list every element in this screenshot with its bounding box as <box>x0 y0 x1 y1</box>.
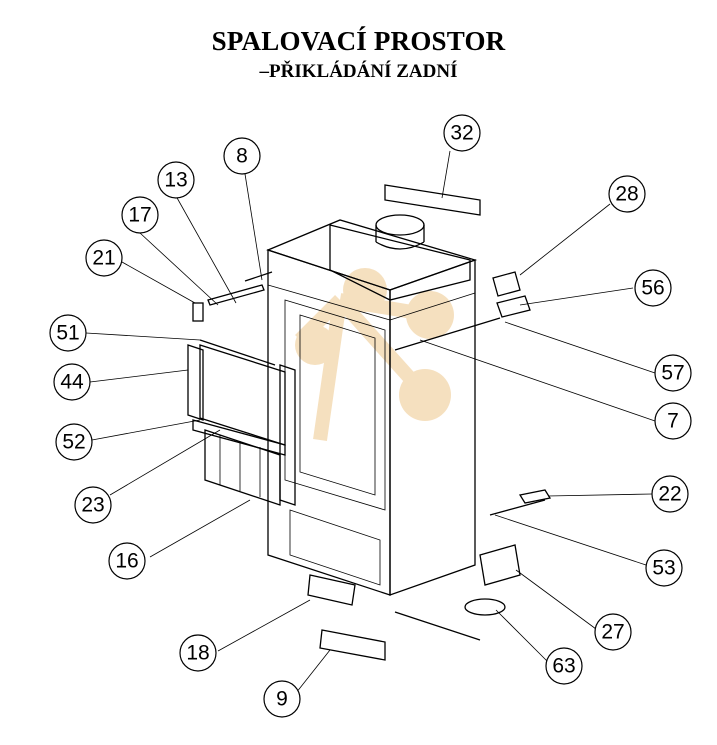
svg-text:22: 22 <box>658 483 681 506</box>
callout-57: 57 <box>654 354 692 392</box>
leader-lines <box>85 150 656 694</box>
callout-22: 22 <box>651 475 689 513</box>
diagram-title: SPALOVACÍ PROSTOR <box>211 26 506 56</box>
svg-text:28: 28 <box>615 183 638 206</box>
svg-text:9: 9 <box>276 688 288 711</box>
svg-text:16: 16 <box>115 550 138 573</box>
diagram-subtitle: –PŘIKLÁDÁNÍ ZADNÍ <box>259 61 458 82</box>
svg-text:7: 7 <box>667 410 679 433</box>
callout-53: 53 <box>645 549 683 587</box>
callout-17: 17 <box>121 196 159 234</box>
svg-text:18: 18 <box>186 642 209 665</box>
callout-21: 21 <box>85 239 123 277</box>
callout-27: 27 <box>594 613 632 651</box>
callout-7: 7 <box>654 402 692 440</box>
watermark-logo <box>295 268 454 441</box>
svg-text:8: 8 <box>236 145 248 168</box>
callout-52: 52 <box>55 423 93 461</box>
svg-text:32: 32 <box>450 122 473 145</box>
svg-text:52: 52 <box>62 431 85 454</box>
exploded-parts <box>187 184 552 661</box>
svg-text:17: 17 <box>128 204 151 227</box>
callout-51: 51 <box>49 314 87 352</box>
callout-56: 56 <box>634 269 672 307</box>
svg-text:63: 63 <box>552 655 575 678</box>
svg-text:53: 53 <box>652 557 675 580</box>
callout-18: 18 <box>179 634 217 672</box>
stove-body <box>266 214 478 596</box>
callout-8: 8 <box>223 137 261 175</box>
svg-text:57: 57 <box>661 362 684 385</box>
svg-text:51: 51 <box>56 322 79 345</box>
callout-13: 13 <box>157 161 195 199</box>
callout-28: 28 <box>608 175 646 213</box>
callout-9: 9 <box>263 680 301 718</box>
callout-16: 16 <box>108 542 146 580</box>
svg-text:21: 21 <box>92 247 115 270</box>
callout-23: 23 <box>74 486 112 524</box>
svg-text:56: 56 <box>641 277 664 300</box>
svg-text:27: 27 <box>601 621 624 644</box>
svg-text:13: 13 <box>164 169 187 192</box>
callout-63: 63 <box>545 647 583 685</box>
callout-32: 32 <box>443 114 481 152</box>
svg-text:44: 44 <box>60 371 84 394</box>
callout-44: 44 <box>53 363 91 401</box>
svg-text:23: 23 <box>81 494 104 517</box>
